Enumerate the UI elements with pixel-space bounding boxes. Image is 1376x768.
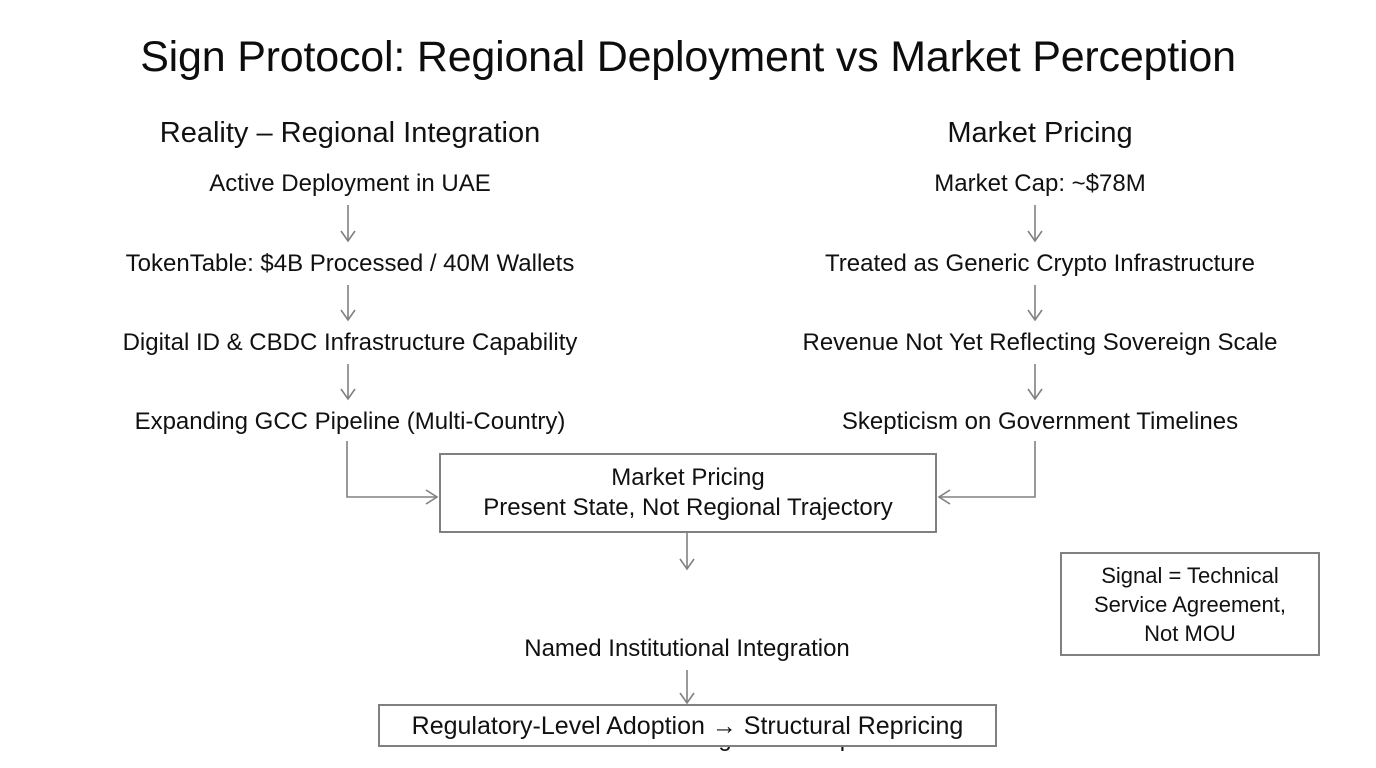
signal-box-line-3: Not MOU <box>1144 620 1236 646</box>
node-right-generic-crypto: Treated as Generic Crypto Infrastructure <box>825 250 1255 277</box>
arrow-right-1 <box>1027 205 1043 243</box>
arrow-left-3 <box>340 364 356 401</box>
arrow-right-3 <box>1027 364 1043 401</box>
column-heading-reality: Reality – Regional Integration <box>159 117 541 149</box>
arrow-right-elbow-to-center <box>937 441 1036 505</box>
node-right-revenue-sovereign-scale: Revenue Not Yet Reflecting Sovereign Sca… <box>802 329 1278 356</box>
node-left-active-deployment: Active Deployment in UAE <box>209 170 491 197</box>
center-box-line-1: Market Pricing <box>611 464 765 491</box>
middle-stack-line-1: Named Institutional Integration <box>524 635 850 662</box>
node-left-digital-id-cbdc: Digital ID & CBDC Infrastructure Capabil… <box>122 329 578 356</box>
arrow-right-2 <box>1027 285 1043 322</box>
column-heading-market-pricing: Market Pricing <box>947 117 1133 149</box>
signal-box-line-2: Service Agreement, <box>1094 591 1286 617</box>
arrow-center-to-stack <box>679 533 695 571</box>
outcome-box-structural-repricing: Regulatory-Level Adoption → Structural R… <box>378 704 997 747</box>
arrow-left-1 <box>340 205 356 243</box>
signal-box-line-1: Signal = Technical <box>1101 562 1279 588</box>
node-right-market-cap: Market Cap: ~$78M <box>934 170 1146 197</box>
outcome-box-text: Regulatory-Level Adoption → Structural R… <box>411 711 964 740</box>
arrow-left-2 <box>340 285 356 322</box>
arrow-left-elbow-to-center <box>346 441 439 505</box>
page-title: Sign Protocol: Regional Deployment vs Ma… <box>140 33 1236 81</box>
node-left-tokentable: TokenTable: $4B Processed / 40M Wallets <box>125 250 575 277</box>
node-left-gcc-pipeline: Expanding GCC Pipeline (Multi-Country) <box>134 408 566 435</box>
center-box-line-2: Present State, Not Regional Trajectory <box>483 494 893 521</box>
node-right-skepticism-timelines: Skepticism on Government Timelines <box>841 408 1239 435</box>
center-box-market-pricing: Market Pricing Present State, Not Region… <box>439 453 937 533</box>
signal-box-technical-service-agreement: Signal = Technical Service Agreement, No… <box>1060 552 1320 656</box>
